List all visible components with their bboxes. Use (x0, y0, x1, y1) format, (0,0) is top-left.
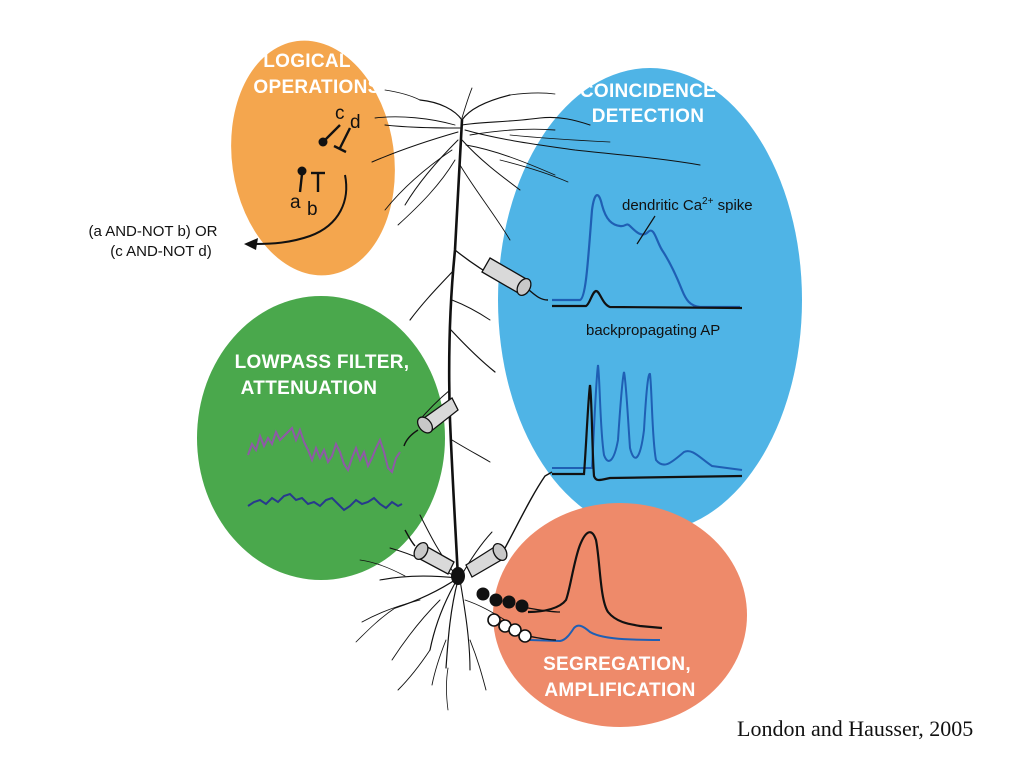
segregation-title-line2: AMPLIFICATION (544, 680, 695, 701)
coincidence-detection-blob (498, 68, 802, 532)
logic-output-arrow (254, 174, 348, 245)
backpropagating-ap-trace (552, 289, 743, 310)
lowpass-filter-blob (197, 296, 445, 580)
lowpass-title-line2: ATTENUATION (241, 378, 378, 399)
inactive-synapse-icon (487, 613, 532, 643)
single-ap-trace (552, 384, 743, 482)
electrode-icon (465, 471, 553, 578)
logical-title-line2: OPERATIONS (253, 77, 380, 98)
ca-spike-label: dendritic Ca2+ spike (622, 196, 753, 214)
arrow-head-icon (244, 238, 258, 250)
excitatory-synapse-icon (318, 124, 341, 147)
lowpass-input-trace (247, 426, 401, 474)
electrode-icon (403, 397, 459, 447)
backpropagating-ap-label: backpropagating AP (586, 322, 720, 339)
inhibitory-synapse-icon (333, 127, 352, 154)
coincidence-title-line1: COINCIDENCE (580, 81, 716, 102)
lowpass-output-trace (247, 492, 403, 512)
segregation-title-line1: SEGREGATION, (543, 654, 691, 675)
logic-output-line1: (a AND-NOT b) OR (89, 223, 218, 240)
pyramidal-neuron (355, 87, 701, 711)
lowpass-title-line1: LOWPASS FILTER, (235, 352, 410, 373)
inhibitory-synapse-icon (311, 171, 325, 192)
electrode-icon (481, 257, 549, 301)
synapse-label-a: a (290, 192, 301, 213)
coincidence-title-line2: DETECTION (592, 106, 704, 127)
electrode-icon (404, 529, 455, 575)
synapse-label-c: c (335, 103, 345, 124)
burst-trace-blue (552, 364, 743, 471)
logical-title-line1: LOGICAL (263, 51, 351, 72)
excitatory-synapse-icon (297, 166, 307, 193)
segregated-response-trace (529, 624, 661, 643)
excitatory-synapse-icon (476, 587, 529, 613)
ca-spike-pointer (636, 215, 656, 245)
dendritic-ca-spike-trace (552, 194, 740, 309)
synapse-label-b: b (307, 199, 318, 220)
amplified-response-trace (527, 531, 663, 630)
segregation-amplification-blob (493, 503, 747, 727)
citation: London and Hausser, 2005 (737, 716, 974, 741)
synapse-label-d: d (350, 112, 361, 133)
logic-output-line2: (c AND-NOT d) (110, 243, 211, 260)
logical-operations-blob (231, 40, 395, 276)
